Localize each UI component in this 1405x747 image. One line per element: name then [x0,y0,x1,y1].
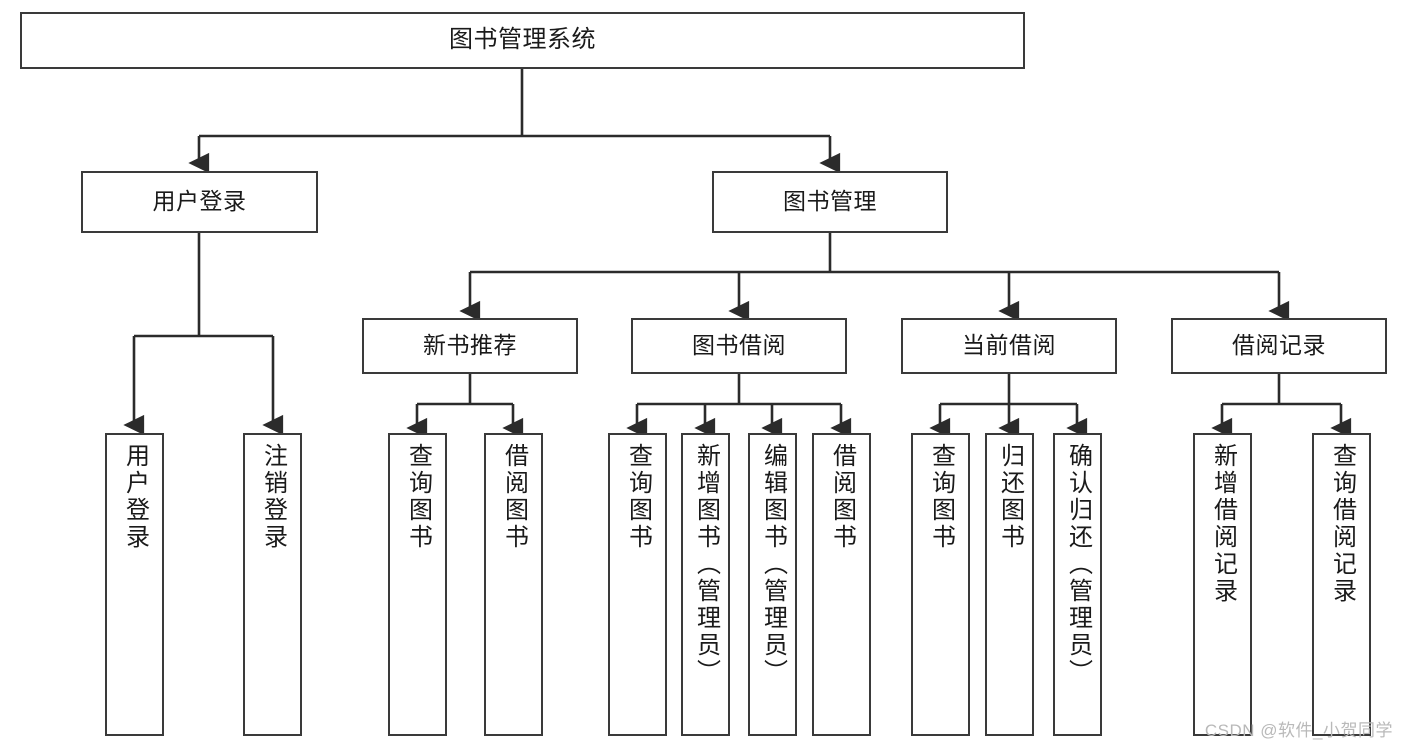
node-leaf-confirm-return-admin-label: 确认归还（管理员） [1064,443,1092,686]
node-current-borrow-label: 当前借阅 [962,332,1056,359]
node-leaf-user-login-signin-label: 用户登录 [121,443,149,551]
node-leaf-book-add-admin-label: 新增图书（管理员） [692,443,720,686]
node-current-borrow[interactable]: 当前借阅 [901,318,1117,374]
node-leaf-book-edit-admin[interactable]: 编辑图书（管理员） [748,433,797,736]
node-leaf-current-query[interactable]: 查询图书 [911,433,970,736]
node-leaf-record-query[interactable]: 查询借阅记录 [1312,433,1371,736]
node-root-system[interactable]: 图书管理系统 [20,12,1025,69]
node-user-login-label: 用户登录 [152,188,247,215]
node-user-login[interactable]: 用户登录 [81,171,318,233]
node-book-borrow[interactable]: 图书借阅 [631,318,847,374]
node-leaf-current-return[interactable]: 归还图书 [985,433,1034,736]
node-leaf-user-login-signout-label: 注销登录 [259,443,287,551]
node-leaf-user-login-signout[interactable]: 注销登录 [243,433,302,736]
node-leaf-record-add-label: 新增借阅记录 [1209,443,1237,605]
node-leaf-current-query-label: 查询图书 [927,443,955,551]
node-new-book-recommend[interactable]: 新书推荐 [362,318,578,374]
node-book-borrow-label: 图书借阅 [692,332,786,359]
node-book-management[interactable]: 图书管理 [712,171,948,233]
node-borrow-record[interactable]: 借阅记录 [1171,318,1387,374]
node-leaf-confirm-return-admin[interactable]: 确认归还（管理员） [1053,433,1102,736]
node-leaf-new-book-borrow[interactable]: 借阅图书 [484,433,543,736]
node-leaf-new-book-borrow-label: 借阅图书 [500,443,528,551]
watermark-text: CSDN @软件_小贺同学 [1204,721,1393,740]
node-leaf-new-book-query-label: 查询图书 [404,443,432,551]
node-leaf-current-return-label: 归还图书 [996,443,1024,551]
node-book-management-label: 图书管理 [783,188,877,215]
node-new-book-recommend-label: 新书推荐 [423,332,517,359]
node-leaf-book-borrow-action-label: 借阅图书 [828,443,856,551]
node-leaf-book-add-admin[interactable]: 新增图书（管理员） [681,433,730,736]
node-leaf-record-query-label: 查询借阅记录 [1328,443,1356,605]
node-leaf-new-book-query[interactable]: 查询图书 [388,433,447,736]
node-leaf-book-borrow-query[interactable]: 查询图书 [608,433,667,736]
node-leaf-book-borrow-query-label: 查询图书 [624,443,652,551]
node-borrow-record-label: 借阅记录 [1232,332,1326,359]
node-leaf-record-add[interactable]: 新增借阅记录 [1193,433,1252,736]
node-root-system-label: 图书管理系统 [449,26,596,54]
node-leaf-book-edit-admin-label: 编辑图书（管理员） [759,443,787,686]
node-leaf-book-borrow-action[interactable]: 借阅图书 [812,433,871,736]
node-leaf-user-login-signin[interactable]: 用户登录 [105,433,164,736]
